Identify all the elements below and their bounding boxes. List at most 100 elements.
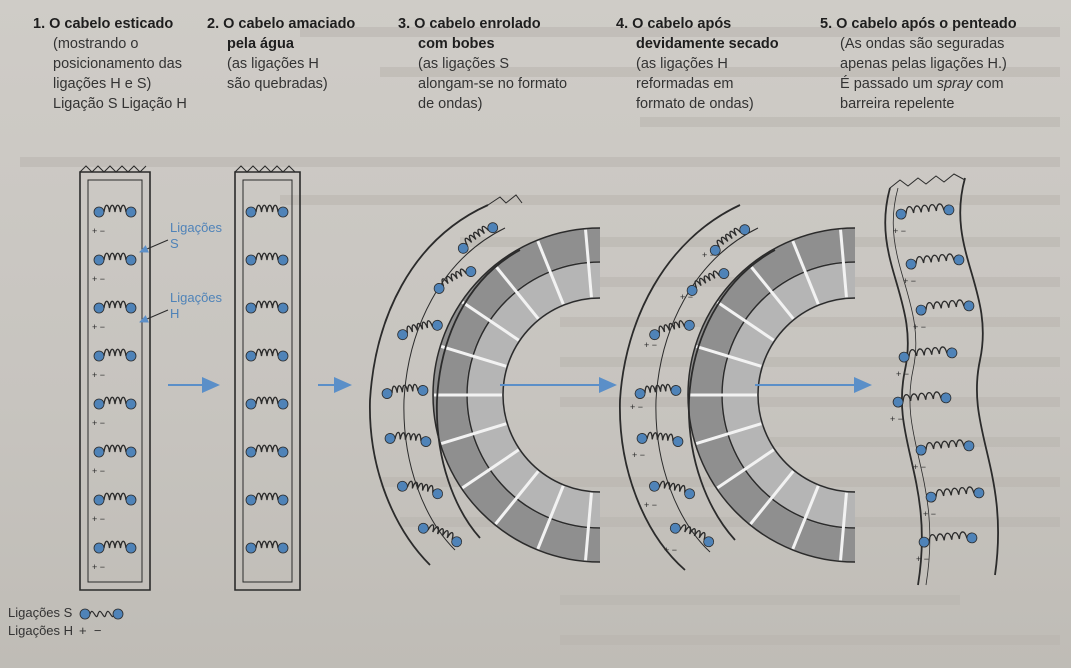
s-bond xyxy=(895,203,955,220)
h-bond-mark: + − xyxy=(630,402,643,412)
step-5-desc-spray: spray xyxy=(936,76,973,92)
s-bond-end xyxy=(277,398,289,410)
step-4-desc-line-2: reformadas em xyxy=(636,76,734,92)
s-bond xyxy=(709,224,751,256)
h-bond-mark: + − xyxy=(632,450,645,460)
s-bond-end xyxy=(245,494,257,506)
curler-step-4 xyxy=(687,227,856,563)
step-5-desc-line-4: barreira repelente xyxy=(840,96,955,112)
h-bond-mark: + − xyxy=(890,414,903,424)
h-bond-mark: + − xyxy=(92,562,105,572)
s-bond-end xyxy=(125,254,137,266)
h-bond-mark: + − xyxy=(896,369,909,379)
s-bond-end xyxy=(946,347,958,359)
s-bond xyxy=(915,299,975,316)
s-bond xyxy=(93,348,137,362)
legend-h-label: Ligações H xyxy=(8,623,74,638)
hair-strand-stretched: + −+ −+ −+ −+ −+ −+ −+ − xyxy=(79,165,151,591)
s-bond xyxy=(93,300,137,314)
s-bond xyxy=(396,480,444,500)
callout-h-bonds: Ligações H xyxy=(139,290,223,323)
s-bond-end xyxy=(125,398,137,410)
s-bond-end xyxy=(396,480,408,492)
step-4-number: 4. xyxy=(616,16,629,32)
h-bond-mark: + − xyxy=(92,514,105,524)
s-bond-end xyxy=(93,350,105,362)
s-bond-end xyxy=(93,542,105,554)
s-bond-end xyxy=(918,536,930,548)
s-bond xyxy=(381,383,429,399)
s-bond-end xyxy=(451,536,463,548)
s-bond-end xyxy=(93,302,105,314)
s-bond-end xyxy=(245,398,257,410)
s-bond-end xyxy=(125,494,137,506)
s-bond-end xyxy=(892,396,904,408)
s-bond xyxy=(636,431,684,447)
s-bond-end xyxy=(277,206,289,218)
s-bond xyxy=(417,522,463,548)
s-bond-end xyxy=(634,388,646,399)
s-bond-end xyxy=(125,542,137,554)
s-bond-end xyxy=(93,206,105,218)
s-bond-end xyxy=(417,522,429,534)
s-bond-end xyxy=(925,491,937,503)
s-bond-end xyxy=(487,222,499,234)
callout-s-label-2: S xyxy=(170,236,179,251)
s-bond-end xyxy=(245,254,257,266)
step-5-header: 5. O cabelo após o penteado (As ondas sã… xyxy=(820,14,1017,114)
s-bond xyxy=(669,522,715,548)
s-bond-end xyxy=(417,385,429,396)
step-2-desc-line-2: são quebradas) xyxy=(227,76,328,92)
curler-step-3 xyxy=(432,227,601,563)
s-bond xyxy=(93,396,137,410)
h-bond-mark: + − xyxy=(913,462,926,472)
h-bond-mark: + − xyxy=(664,545,677,555)
step-5-number: 5. xyxy=(820,16,833,32)
step-3-title: O cabelo enrolado xyxy=(414,16,541,32)
s-bond xyxy=(649,319,695,341)
s-bond xyxy=(397,319,443,341)
s-bond-end xyxy=(683,319,695,331)
s-bond-end xyxy=(915,304,927,316)
s-bond-end xyxy=(465,266,477,277)
s-bond xyxy=(648,480,696,500)
step-5-desc-line-3: É passado um spray com xyxy=(840,74,1017,94)
step-1-number: 1. xyxy=(33,16,46,32)
legend-s-row: Ligações S xyxy=(8,604,124,622)
s-bond xyxy=(634,383,682,399)
step-5-desc-line-3-a: É passado um xyxy=(840,76,937,92)
s-bond-end xyxy=(973,487,985,499)
step-2-header: 2. O cabelo amaciado pela água (as ligaç… xyxy=(207,14,355,94)
s-bond xyxy=(686,268,730,296)
s-bond xyxy=(245,540,289,554)
step-3-desc-line-3: de ondas) xyxy=(418,96,483,112)
s-bond xyxy=(245,444,289,458)
h-bond-mark: + − xyxy=(923,509,936,519)
callout-s-label-1: Ligações xyxy=(170,220,223,235)
step-3-desc-line-2: alongam-se no formato xyxy=(418,76,568,92)
hair-strand-dried: + −+ −+ −+ −+ −+ −+ − xyxy=(619,204,776,571)
legend-h-row: Ligações H + − xyxy=(8,622,124,640)
step-3-desc-line-1: (as ligações S xyxy=(418,56,510,72)
callout-s-bonds: Ligações S xyxy=(139,220,223,253)
h-bond-symbols: + − xyxy=(79,623,102,638)
s-bond xyxy=(245,492,289,506)
step-4-title-line-2: devidamente secado xyxy=(636,36,779,52)
step-2-number: 2. xyxy=(207,16,220,32)
s-bond-end xyxy=(93,398,105,410)
s-bond-end xyxy=(709,244,721,256)
s-bond xyxy=(918,531,978,548)
step-1-desc-line-1: (mostrando o xyxy=(53,36,139,52)
s-bond-end xyxy=(277,302,289,314)
legend: Ligações S Ligações H + − xyxy=(8,604,124,640)
s-bond-end xyxy=(953,254,965,266)
s-bond xyxy=(898,346,958,363)
hair-strand-styled: + −+ −+ −+ −+ −+ −+ −+ − xyxy=(884,173,999,586)
step-4-header: 4. O cabelo após devidamente secado (as … xyxy=(616,14,779,114)
s-bond xyxy=(384,431,432,447)
s-bond-end xyxy=(915,444,927,456)
s-bond-end xyxy=(966,532,978,544)
s-bond-end xyxy=(384,433,396,444)
step-3-header: 3. O cabelo enrolado com bobes (as ligaç… xyxy=(398,14,567,114)
s-bond xyxy=(93,252,137,266)
